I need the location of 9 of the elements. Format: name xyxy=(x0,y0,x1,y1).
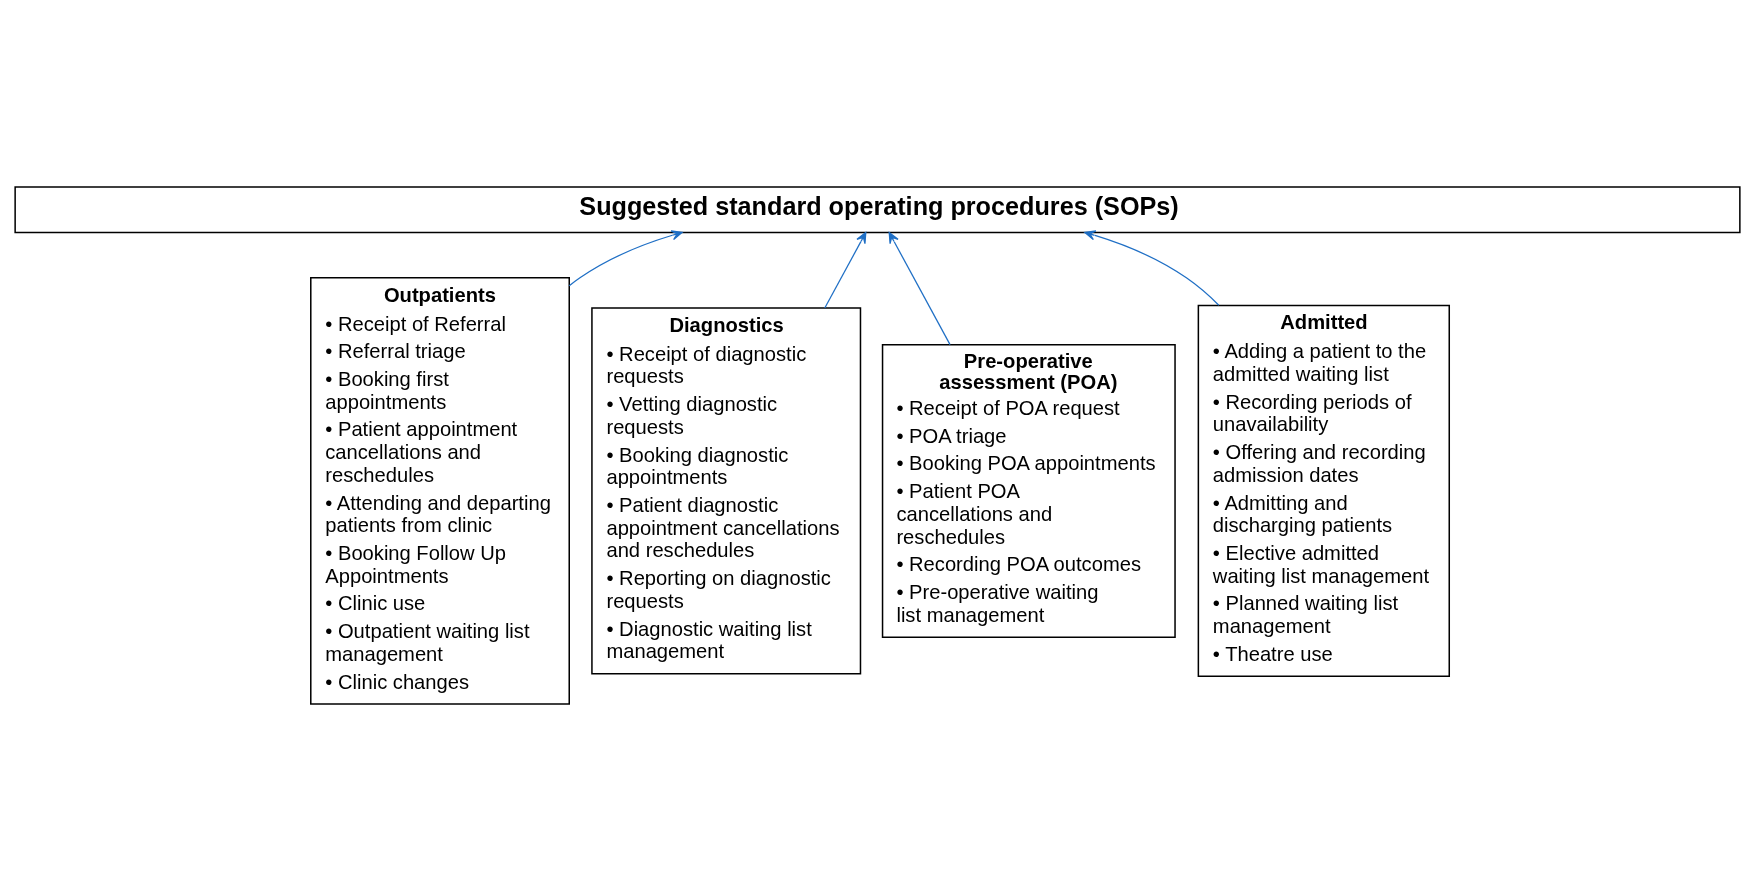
arrow xyxy=(1083,229,1219,306)
arrow xyxy=(888,231,951,345)
arrow xyxy=(823,231,866,309)
node-box: Diagnostics • Receipt of diagnostic requests • Vetting diagnostic requests • Booking diagnostic appointments • Patient diagnostic appointment cancellations and reschedules • Reporting on diagnostic requests • Diagnostic waiting list management xyxy=(590,306,861,674)
node-box: Pre-operative assessment (POA) • Receipt of POA request • POA triage • Booking POA appointments • Patient POA cancellations and reschedules • Recording POA outcomes • Pre-operative waiting list management xyxy=(881,343,1176,638)
node-box: Suggested standard operating procedures (SOPs) xyxy=(13,185,1741,233)
node-box: Admitted • Adding a patient to the admitted waiting list • Recording periods of unavailability • Offering and recording admission dates • Admitting and discharging patients • Elective admitted waiting list management • Planned waiting list management • Theatre use xyxy=(1197,304,1450,677)
node-box: Outpatients • Receipt of Referral • Referral triage • Booking first appointments • Patient appointment cancellations and reschedules • Attending and departing patients from clinic • Booking Follow Up Appointments • Clinic use • Outpatient waiting list management • Clinic changes xyxy=(309,276,570,705)
arrow xyxy=(568,229,683,286)
